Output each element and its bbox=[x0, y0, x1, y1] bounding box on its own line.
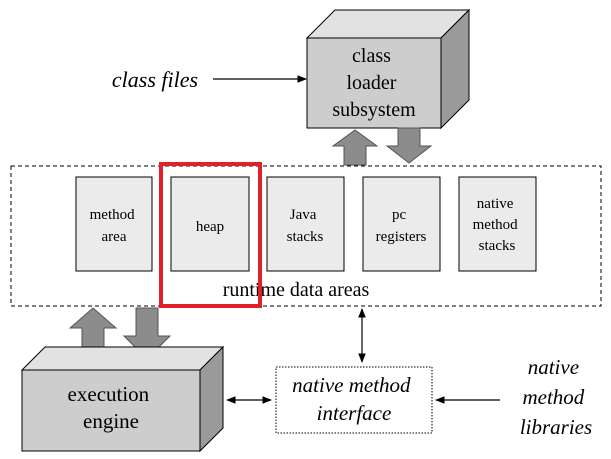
engine-up-arrow bbox=[68, 307, 118, 363]
method-area-label: method area bbox=[90, 207, 139, 245]
native-method-libraries-label: native method libraries bbox=[520, 355, 592, 439]
heap-label: heap bbox=[196, 219, 224, 235]
runtime-data-areas-label: runtime data areas bbox=[223, 279, 370, 301]
heap-highlight-frame bbox=[159, 162, 262, 308]
loader-up-arrow bbox=[331, 129, 379, 166]
loader-down-arrow bbox=[385, 127, 433, 164]
execution-engine-label: execution engine bbox=[68, 382, 155, 433]
class-files-label: class files bbox=[112, 67, 198, 92]
native-method-stacks-box: native method stacks bbox=[458, 176, 537, 272]
runtime-data-areas-container bbox=[10, 165, 602, 307]
pc-registers-box: pc registers bbox=[362, 176, 441, 272]
heap-box: heap bbox=[170, 176, 250, 272]
execution-engine-box: execution engine bbox=[20, 345, 225, 453]
native-method-interface-box: native method interface bbox=[275, 366, 433, 434]
method-area-box: method area bbox=[75, 176, 153, 272]
java-stacks-box: Java stacks bbox=[266, 176, 345, 272]
native-method-stacks-label: native method stacks bbox=[473, 196, 522, 254]
native-method-interface-label: native method interface bbox=[292, 373, 416, 425]
class-loader-label: class loader subsystem bbox=[332, 45, 416, 121]
pc-registers-label: pc registers bbox=[376, 207, 427, 245]
class-loader-subsystem-box: class loader subsystem bbox=[305, 8, 471, 130]
java-stacks-label: Java stacks bbox=[287, 207, 324, 245]
